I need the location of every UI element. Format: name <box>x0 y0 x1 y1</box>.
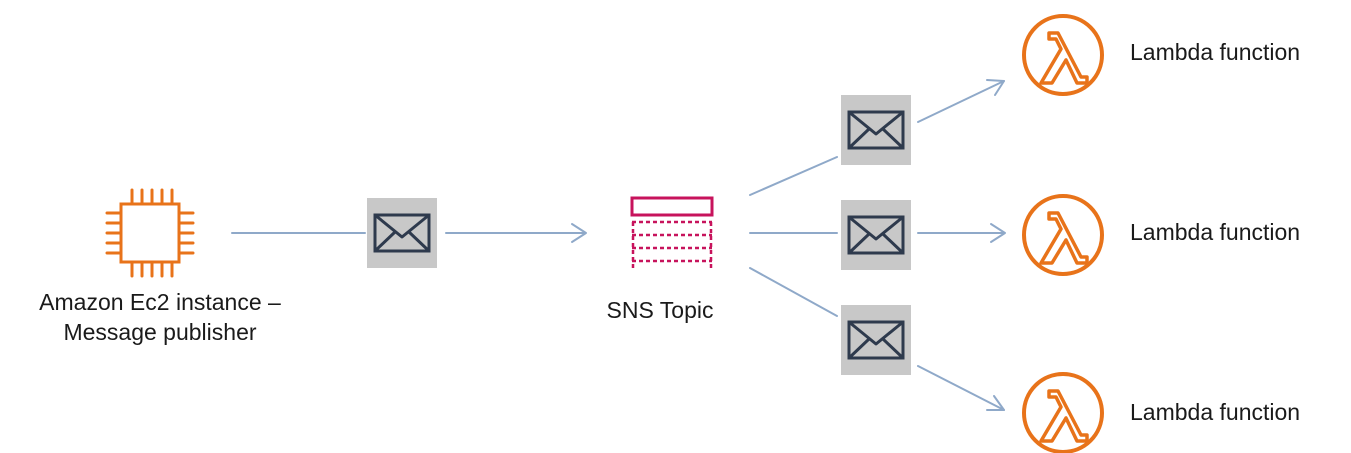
envelope-icon <box>839 198 913 272</box>
topic-arrowhead <box>571 223 587 243</box>
publisher-label: Amazon Ec2 instance – Message publisher <box>0 287 320 347</box>
message-3-to-lambda-3-line <box>917 365 1005 411</box>
message-1-to-lambda-1-line <box>917 80 1005 123</box>
sns-topic-icon <box>630 196 714 268</box>
envelope-icon <box>839 93 913 167</box>
lambda-2-arrowhead <box>990 223 1006 243</box>
lambda-3-arrowhead <box>986 395 1005 411</box>
topic-to-message-3-line <box>749 267 838 317</box>
ec2-chip-icon <box>105 188 195 278</box>
envelope-icon <box>839 303 913 377</box>
lambda-function-label-1: Lambda function <box>1130 39 1301 65</box>
publisher-label-line1: Amazon Ec2 instance – <box>39 289 281 315</box>
lambda-icon <box>1022 194 1104 276</box>
lambda-icon <box>1022 14 1104 96</box>
lambda-function-label-2: Lambda function <box>1130 219 1301 245</box>
sns-topic-label: SNS Topic <box>606 297 714 323</box>
lambda-icon <box>1022 372 1104 453</box>
envelope-icon <box>365 196 439 270</box>
connector-lines <box>231 79 1006 411</box>
lambda-function-label-3: Lambda function <box>1130 399 1301 425</box>
publisher-label-line2: Message publisher <box>63 319 257 345</box>
topic-to-message-1-line <box>749 156 838 196</box>
lambda-1-arrowhead <box>986 79 1005 96</box>
